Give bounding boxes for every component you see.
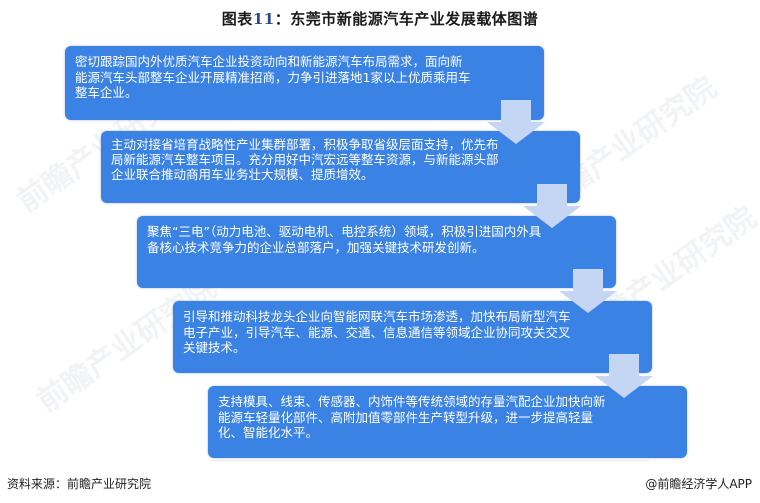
title-prefix: 图表	[221, 10, 253, 28]
step-text: 主动对接省培育战略性产业集群部署，积极争取省级层面支持，优先布局新能源汽车整车项…	[111, 137, 499, 182]
step-text: 支持模具、线束、传感器、内饰件等传统领域的存量汽配企业加快向新能源车轻量化部件、…	[218, 394, 606, 440]
source-note: 资料来源：前瞻产业研究院	[7, 477, 152, 491]
step-box-4: 引导和推动科技龙头企业向智能网联汽车市场渗透，加快布局新型汽车电子产业，引导汽车…	[173, 301, 652, 373]
step-text: 密切跟踪国内外优质汽车企业投资动向和新能源汽车布局需求，面向新能源汽车头部整车企…	[75, 54, 471, 100]
step-text: 引导和推动科技龙头企业向智能网联汽车市场渗透，加快布局新型汽车电子产业，引导汽车…	[183, 309, 571, 355]
footer-divider	[210, 460, 650, 461]
step-box-5: 支持模具、线束、传感器、内饰件等传统领域的存量汽配企业加快向新能源车轻量化部件、…	[208, 386, 687, 458]
step-box-1: 密切跟踪国内外优质汽车企业投资动向和新能源汽车布局需求，面向新能源汽车头部整车企…	[65, 46, 544, 120]
credit-note: @前瞻经济学人APP	[645, 477, 752, 491]
step-box-3: 聚焦“三电”（动力电池、驱动电机、电控系统）领域，积极引进国内外具备核心技术竞争…	[137, 216, 616, 288]
chart-title: 图表11：东莞市新能源汽车产业发展载体图谱	[0, 8, 760, 29]
step-text: 聚焦“三电”（动力电池、驱动电机、电控系统）领域，积极引进国内外具备核心技术竞争…	[147, 224, 542, 255]
title-number: 11	[252, 10, 275, 28]
title-text: ：东莞市新能源汽车产业发展载体图谱	[274, 10, 539, 28]
